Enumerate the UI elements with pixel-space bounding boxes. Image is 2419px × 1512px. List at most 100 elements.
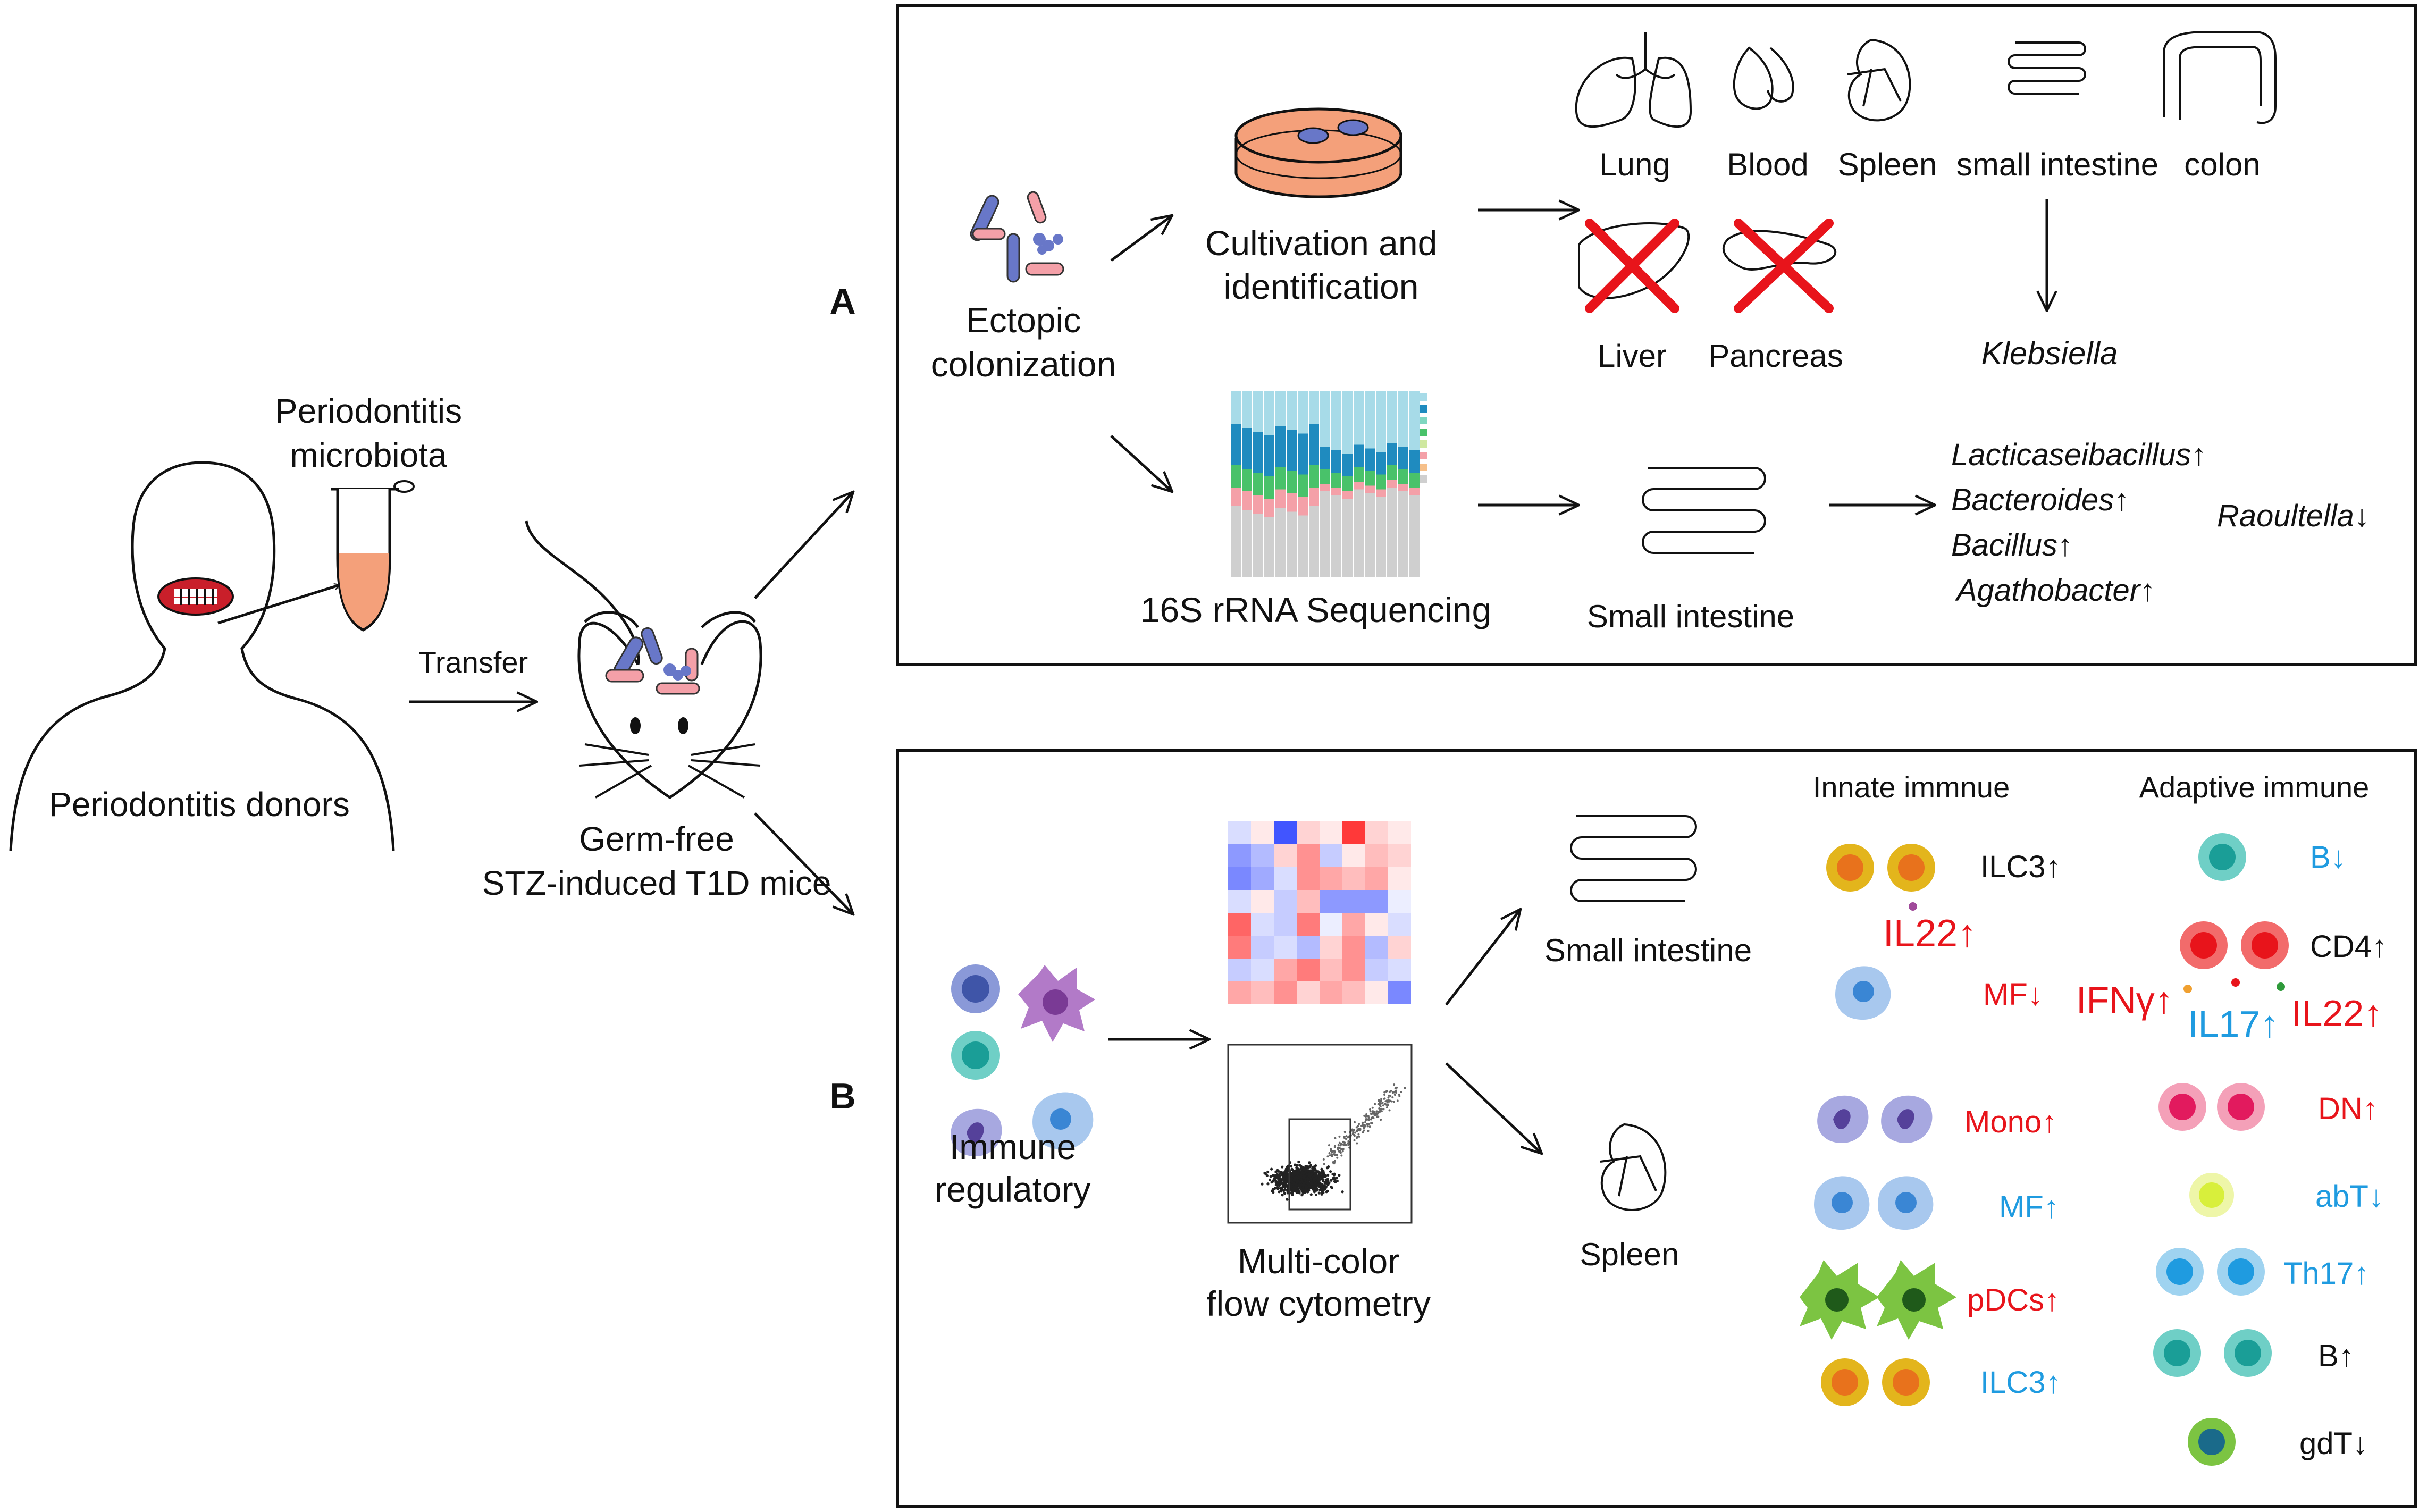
stack-segment — [1331, 450, 1341, 473]
heatmap-cell — [1297, 936, 1320, 959]
flow-dot — [1300, 1179, 1304, 1182]
flow-dot — [1317, 1181, 1321, 1184]
flow-dot — [1362, 1131, 1364, 1133]
flow-dot — [1301, 1172, 1305, 1175]
flow-dot — [1295, 1164, 1298, 1167]
pdc-cells — [1800, 1260, 1956, 1340]
heatmap-cell — [1388, 913, 1411, 936]
stack-segment — [1275, 467, 1286, 490]
heatmap-cell — [1342, 959, 1365, 981]
panel-a-box — [896, 4, 2417, 666]
flow-dot — [1342, 1144, 1345, 1146]
small-intestine-icon-b — [1570, 815, 1697, 902]
organ-spleen: Spleen — [1838, 147, 1937, 182]
heatmap-cell — [1388, 981, 1411, 1004]
abt-label: abT↓ — [2315, 1179, 2384, 1214]
flow-dot — [1289, 1180, 1293, 1183]
il22-adaptive-label: IL22↑ — [2291, 993, 2382, 1034]
stack-segment — [1287, 493, 1297, 512]
mf-cells-spleen — [1814, 1176, 1934, 1230]
stack-segment — [1309, 488, 1319, 506]
heatmap-cell — [1388, 890, 1411, 913]
flow-dot — [1336, 1179, 1339, 1183]
flow-dot — [1371, 1106, 1374, 1109]
flow-dot — [1332, 1161, 1335, 1163]
flow-dot — [1333, 1178, 1337, 1181]
stack-segment — [1398, 484, 1408, 491]
stack-segment — [1398, 491, 1408, 577]
bacteria-cluster-icon — [970, 191, 1064, 283]
stack-segment — [1376, 497, 1386, 577]
flow-dot — [1276, 1186, 1279, 1189]
flow-dot — [1307, 1172, 1311, 1176]
flow-to-intestine-arrow — [1445, 909, 1521, 1006]
flow-dot — [1283, 1188, 1287, 1191]
small-intestine-icon-a — [2008, 41, 2086, 95]
flow-dot — [1299, 1185, 1302, 1189]
flow-dot — [1266, 1170, 1270, 1174]
flow-dot — [1337, 1148, 1340, 1151]
flow-dot — [1306, 1182, 1309, 1185]
flow-dot — [1364, 1121, 1367, 1123]
flow-dot — [1280, 1187, 1283, 1190]
heatmap-cell — [1251, 844, 1274, 867]
transfer-label: Transfer — [418, 645, 528, 679]
flow-dot — [1383, 1091, 1386, 1094]
flow-dot — [1270, 1167, 1273, 1171]
flow-dot — [1338, 1135, 1341, 1138]
abt-cell — [2189, 1173, 2234, 1217]
flow-dot — [1371, 1122, 1374, 1125]
flow-dot — [1299, 1167, 1303, 1171]
flow-dot — [1386, 1101, 1389, 1104]
stack-segment — [1354, 482, 1364, 490]
heatmap-cell — [1388, 821, 1411, 844]
innate-header: Innate immnue — [1813, 770, 2010, 804]
flow-dot — [1389, 1095, 1392, 1097]
panel-b-box — [896, 749, 2417, 1508]
flow-dot — [1322, 1170, 1325, 1173]
flow-dot — [1317, 1191, 1321, 1195]
spleen-label-b: Spleen — [1580, 1237, 1679, 1272]
heatmap-cell — [1342, 821, 1365, 844]
flow-dot — [1276, 1170, 1280, 1173]
stack-segment — [1298, 474, 1308, 497]
flow-dot — [1304, 1179, 1307, 1182]
stack-segment — [1320, 491, 1330, 577]
flow-dot — [1317, 1174, 1321, 1178]
flow-dot — [1398, 1093, 1400, 1096]
flow-dot — [1314, 1193, 1318, 1197]
flow-dot — [1353, 1129, 1355, 1132]
stack-segment — [1376, 391, 1386, 452]
stack-legend-swatch — [1420, 475, 1427, 483]
flow-dot — [1311, 1166, 1314, 1169]
flow-dot — [1388, 1109, 1391, 1112]
flow-dot — [1363, 1126, 1365, 1129]
flow-dot — [1404, 1087, 1406, 1089]
flow-dot — [1353, 1139, 1356, 1141]
heatmap-cell — [1251, 936, 1274, 959]
to-culture-arrow — [1110, 215, 1172, 262]
flow-dot — [1357, 1133, 1360, 1136]
organ-lung: Lung — [1599, 147, 1670, 182]
stack-segment — [1342, 491, 1353, 499]
flow-dot — [1321, 1172, 1324, 1175]
stack-segment — [1242, 428, 1252, 469]
heatmap-cell — [1251, 821, 1274, 844]
heatmap-cell — [1274, 981, 1297, 1004]
heatmap-cell — [1251, 867, 1274, 890]
flow-dot — [1331, 1172, 1334, 1176]
mf-si-label: MF↓ — [1983, 977, 2043, 1012]
flow-dot — [1371, 1116, 1374, 1119]
flow-dot — [1345, 1138, 1347, 1140]
flow-dot — [1322, 1188, 1325, 1191]
flow-dot — [1330, 1148, 1332, 1150]
stack-legend-swatch — [1420, 452, 1427, 459]
stack-legend-swatch — [1420, 429, 1427, 436]
flow-dot — [1336, 1156, 1339, 1159]
flow-dot — [1333, 1150, 1336, 1153]
flow-dot — [1302, 1174, 1305, 1178]
flow-dot — [1309, 1193, 1313, 1196]
stack-segment — [1342, 454, 1353, 476]
flow-dot — [1365, 1115, 1368, 1118]
flow-dot — [1329, 1154, 1331, 1157]
